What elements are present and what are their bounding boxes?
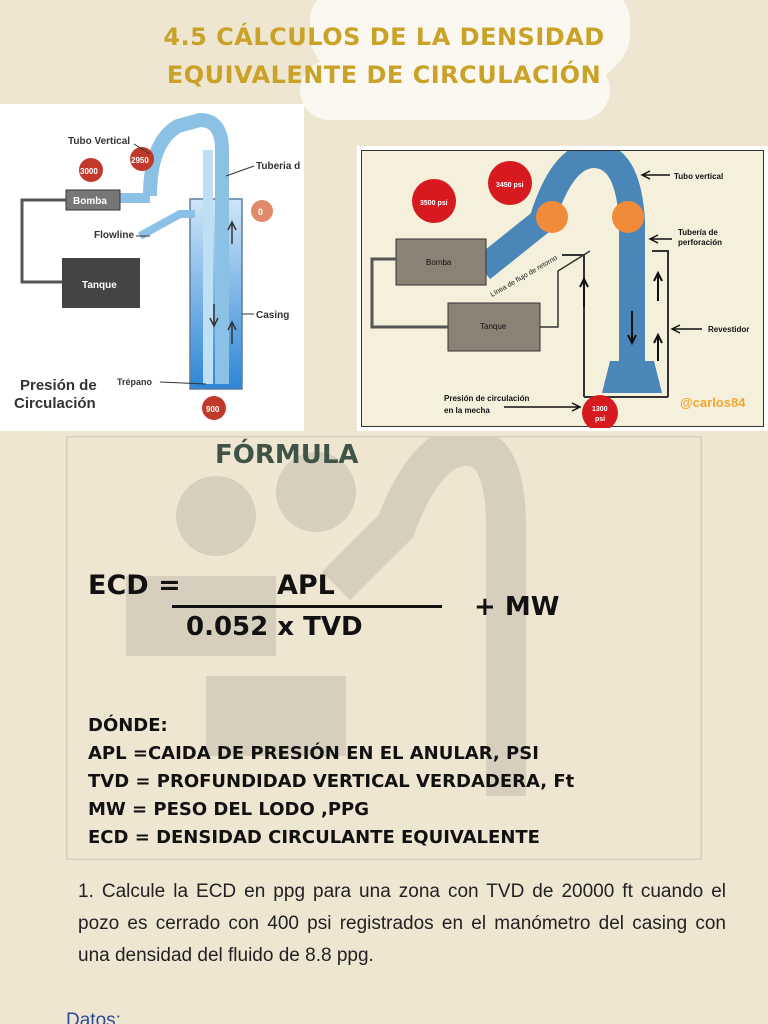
label-bomba: Bomba: [73, 196, 107, 207]
suction-line: [20, 198, 66, 284]
exercise-question: 1. Calcule la ECD en ppg para una zona c…: [78, 881, 726, 966]
left-arrow-icon: [640, 170, 670, 180]
return-line: [540, 250, 591, 328]
gauge-label-psi: psi: [595, 416, 605, 423]
fraction-line: [172, 605, 442, 608]
left-arrow-icon: [648, 234, 672, 244]
gauge-label-3450: 3450 psi: [496, 182, 524, 189]
label-tanque: Tanque: [480, 322, 507, 331]
flowline-shape: [138, 210, 195, 240]
diagram-1-svg: Tubo Vertical Bomba Flowline Tanque Tube…: [14, 112, 300, 420]
annulus-line-right: [652, 250, 669, 397]
pump-box: [395, 238, 487, 286]
gauge-label-0: 0: [258, 207, 263, 217]
down-arrow-icon: [209, 304, 219, 328]
formula-lhs: ECD =: [88, 570, 181, 601]
definitions-list: DÓNDE: APL =CAIDA DE PRESIÓN EN EL ANULA…: [88, 712, 574, 852]
label-revestidor: Revestidor: [708, 325, 749, 334]
page-title: 4.5 CÁLCULOS DE LA DENSIDAD EQUIVALENTE …: [0, 18, 768, 94]
drillpipe-arc-shape: [473, 141, 645, 371]
label-tanque: Tanque: [82, 280, 117, 291]
tank-shape: [62, 258, 140, 308]
gauge-3450: [488, 161, 532, 205]
circulation-pressure-diagram-1: Tubo Vertical Bomba Flowline Tanque Tube…: [0, 104, 304, 431]
label-tuberia: Tuberia d: [256, 161, 300, 172]
label-flowline: Flowline: [94, 230, 134, 241]
title-line-1: 4.5 CÁLCULOS DE LA DENSIDAD: [163, 23, 605, 51]
label-bomba: Bomba: [426, 258, 452, 267]
definition-mw: MW = PESO DEL LODO ,PPG: [88, 799, 370, 820]
formula-numerator: APL: [277, 570, 335, 601]
label-presion: Presión de: [20, 377, 97, 394]
label-perforacion: perforación: [678, 238, 722, 247]
label-tubo-vertical: Tubo Vertical: [68, 136, 130, 147]
joint-right: [612, 201, 644, 233]
gauge-3000: [79, 158, 103, 182]
up-arrow-icon: [579, 276, 589, 307]
watermark: @carlos84: [680, 395, 746, 410]
up-arrow-icon: [227, 320, 237, 344]
up-arrow-icon: [227, 220, 237, 244]
standpipe-shape: [143, 112, 229, 384]
background-blob-mid: [300, 60, 610, 120]
right-arrow-icon: [504, 402, 582, 412]
gauge-label-3500: 3500 psi: [420, 200, 448, 207]
gauge-label-3000: 3000: [80, 167, 98, 176]
gauge-label-900: 900: [206, 405, 220, 414]
suction-line: [370, 257, 448, 329]
bit-shape: [602, 361, 662, 393]
definition-ecd: ECD = DENSIDAD CIRCULANTE EQUIVALENTE: [88, 827, 540, 848]
definition-apl: APL =CAIDA DE PRESIÓN EN EL ANULAR, PSI: [88, 743, 539, 764]
annulus-line-left: [562, 254, 585, 397]
diagram-2-svg: Tubo vertical Tubería de perforación Rev…: [370, 141, 749, 431]
leader-line: [133, 143, 151, 155]
title-line-2: EQUIVALENTE DE CIRCULACIÓN: [166, 61, 602, 89]
label-circulacion: Circulación: [14, 395, 96, 412]
up-arrow-icon: [653, 332, 663, 361]
label-tubo-vertical: Tubo vertical: [674, 172, 723, 181]
formula-heading: FÓRMULA: [215, 440, 359, 470]
definitions-heading: DÓNDE:: [88, 715, 168, 736]
label-presion-mecha-2: en la mecha: [444, 406, 490, 415]
joint-left: [536, 201, 568, 233]
gauge-900: [202, 396, 226, 420]
up-arrow-icon: [653, 270, 663, 301]
left-arrow-icon: [670, 324, 702, 334]
label-casing: Casing: [256, 310, 289, 321]
gauge-label-1300: 1300: [592, 406, 608, 413]
formula-plus-mw: + MW: [474, 592, 560, 622]
label-tuberia: Tubería de: [678, 228, 718, 237]
datos-label: Datos:: [66, 1010, 121, 1024]
circulation-pressure-diagram-2: Tubo vertical Tubería de perforación Rev…: [357, 141, 768, 431]
label-trepano: Trépano: [117, 377, 153, 387]
diagram-2-frame: Tubo vertical Tubería de perforación Rev…: [361, 141, 764, 431]
leader-line: [159, 381, 207, 385]
gauge-0: [251, 200, 273, 222]
definition-tvd: TVD = PROFUNDIDAD VERTICAL VERDADERA, Ft: [88, 771, 575, 792]
label-presion-mecha-1: Presión de circulación: [444, 394, 529, 403]
gauge-3500: [412, 179, 456, 223]
down-arrow-icon: [627, 311, 637, 346]
leader-line: [225, 165, 255, 177]
gauge-1300: [582, 395, 618, 431]
formula-denominator: 0.052 x TVD: [186, 612, 363, 642]
gauge-label-2950: 2950: [131, 156, 149, 165]
